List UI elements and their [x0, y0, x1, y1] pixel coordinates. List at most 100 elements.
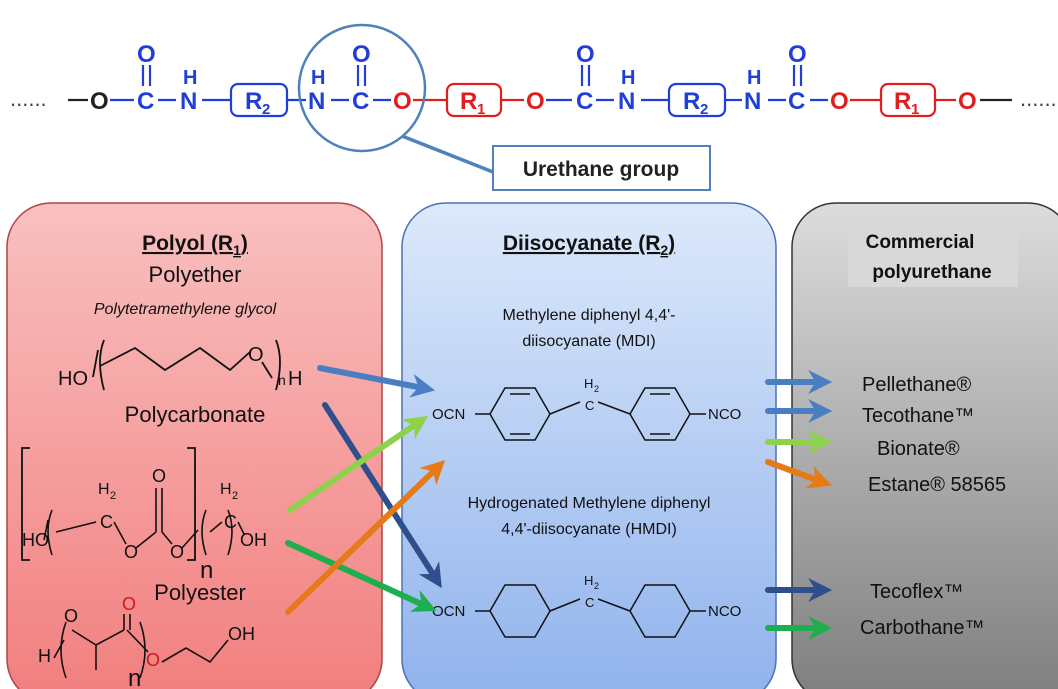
mdi-name-line2: diisocyanate (MDI)	[522, 333, 655, 350]
hmdi-structure: OCN NCO H 2 C	[432, 573, 741, 638]
arrow-ptmg-to-hmdi	[322, 402, 442, 589]
r2-box: R 2	[667, 82, 727, 118]
hmdi-h2-sub: 2	[594, 581, 599, 591]
polycarbonate-structure: H 2 H 2 HO C C O O O n OH	[21, 447, 267, 584]
r1-label: R	[460, 88, 477, 115]
pc-h2-sub: 2	[110, 490, 116, 502]
mdi-ocn: OCN	[432, 406, 465, 423]
product-estane: Estane® 58565	[868, 474, 1006, 496]
pc-h2-label: H	[220, 481, 232, 498]
chain-atom-N: N	[308, 88, 325, 115]
hmdi-ocn: OCN	[432, 603, 465, 620]
chain-atom-O: O	[830, 88, 849, 115]
urethane-group-callout: Urethane group	[492, 145, 711, 191]
commercial-section: Commercial polyurethane Pellethane® Teco…	[848, 225, 1018, 639]
pc-o: O	[124, 542, 138, 562]
mdi-h2-sub: 2	[594, 384, 599, 394]
urethane-group-circle	[297, 23, 427, 153]
chain-atom-N: N	[744, 88, 761, 115]
product-carbothane: Carbothane™	[860, 617, 985, 639]
pe-o: O	[122, 594, 136, 614]
r2-box: R 2	[229, 82, 289, 118]
r2-subscript: 2	[700, 101, 708, 118]
commercial-panel	[791, 202, 1058, 689]
arrow-polyester-to-mdi	[285, 459, 446, 615]
hmdi-name-line1: Hydrogenated Methylene diphenyl	[468, 495, 711, 512]
amine-hydrogen: H	[621, 67, 635, 89]
mdi-h2: H	[584, 376, 593, 391]
pc-h2-sub: 2	[232, 490, 238, 502]
chain-bonds	[68, 65, 1012, 102]
ptmg-h: H	[288, 368, 302, 390]
chain-atom-O: O	[958, 88, 977, 115]
reaction-arrows	[285, 365, 833, 640]
mdi-structure: OCN NCO H 2 C	[432, 376, 741, 441]
commercial-title-bg	[848, 225, 1018, 287]
polyol-panel	[6, 202, 383, 689]
urethane-group-label: Urethane group	[523, 158, 679, 181]
r1-subscript: 1	[911, 101, 919, 118]
r1-box: R 1	[879, 82, 937, 118]
pc-c: C	[100, 512, 113, 532]
polyether-label: Polyether	[149, 262, 242, 287]
chain-atom-O: O	[90, 88, 109, 115]
ptmg-n: n	[278, 372, 286, 388]
amine-hydrogen: H	[311, 67, 325, 89]
r2-subscript: 2	[262, 101, 270, 118]
pc-n: n	[200, 557, 213, 584]
pc-o: O	[170, 542, 184, 562]
hmdi-c: C	[585, 595, 594, 610]
r2-label: R	[683, 88, 700, 115]
polyester-structure: H O O O OH n	[38, 594, 255, 689]
polyol-section: Polyol (R1) Polyether Polytetramethylene…	[21, 232, 302, 689]
polyurethane-chain: ...... ......	[10, 23, 1057, 174]
chain-atom-C: C	[137, 88, 154, 115]
product-pellethane: Pellethane®	[862, 374, 972, 396]
arrow-to-estane	[765, 459, 832, 489]
pe-h: H	[38, 646, 51, 666]
pe-oh: OH	[228, 624, 255, 644]
hmdi-nco: NCO	[708, 603, 741, 620]
mdi-c: C	[585, 398, 594, 413]
pc-o: O	[152, 466, 166, 486]
pe-o: O	[146, 650, 160, 670]
amine-hydrogen: H	[183, 67, 197, 89]
pc-oh: OH	[240, 530, 267, 550]
pe-n: n	[128, 665, 141, 689]
polyester-label: Polyester	[154, 580, 246, 605]
hmdi-name-line2: 4,4'-diisocyanate (HMDI)	[501, 521, 677, 538]
commercial-title-line1: Commercial	[866, 232, 975, 253]
commercial-title-line2: polyurethane	[872, 262, 991, 283]
chain-atom-N: N	[180, 88, 197, 115]
r1-subscript: 1	[477, 101, 485, 118]
mdi-nco: NCO	[708, 406, 741, 423]
chain-atom-C: C	[576, 88, 593, 115]
r1-label: R	[894, 88, 911, 115]
polyether-name: Polytetramethylene glycol	[94, 301, 277, 318]
carbonyl-oxygen: O	[137, 41, 156, 68]
carbonyl-oxygen: O	[576, 41, 595, 68]
chain-ellipsis-left: ......	[10, 86, 47, 111]
chain-atom-O: O	[526, 88, 545, 115]
pc-ho: HO	[22, 530, 49, 550]
chain-atom-C: C	[352, 88, 369, 115]
carbonyl-oxygen: O	[788, 41, 807, 68]
arrow-polycarbonate-to-mdi	[287, 415, 428, 513]
arrow-ptmg-to-mdi	[317, 365, 436, 398]
chain-atom-C: C	[788, 88, 805, 115]
urethane-callout-line	[401, 134, 494, 174]
ptmg-structure: HO O n H	[58, 339, 302, 391]
chain-ellipsis-right: ......	[1020, 86, 1057, 111]
diisocyanate-section: Diisocyanate (R2) Methylene diphenyl 4,4…	[432, 232, 741, 638]
polyol-title: Polyol (R1)	[142, 232, 248, 258]
mdi-name-line1: Methylene diphenyl 4,4'-	[503, 307, 676, 324]
product-tecoflex: Tecoflex™	[870, 581, 963, 603]
r2-label: R	[245, 88, 262, 115]
carbonyl-oxygen: O	[352, 41, 371, 68]
amine-hydrogen: H	[747, 67, 761, 89]
ptmg-ho: HO	[58, 368, 88, 390]
product-bionate: Bionate®	[877, 438, 960, 460]
chain-atom-N: N	[618, 88, 635, 115]
diisocyanate-panel	[401, 202, 777, 689]
